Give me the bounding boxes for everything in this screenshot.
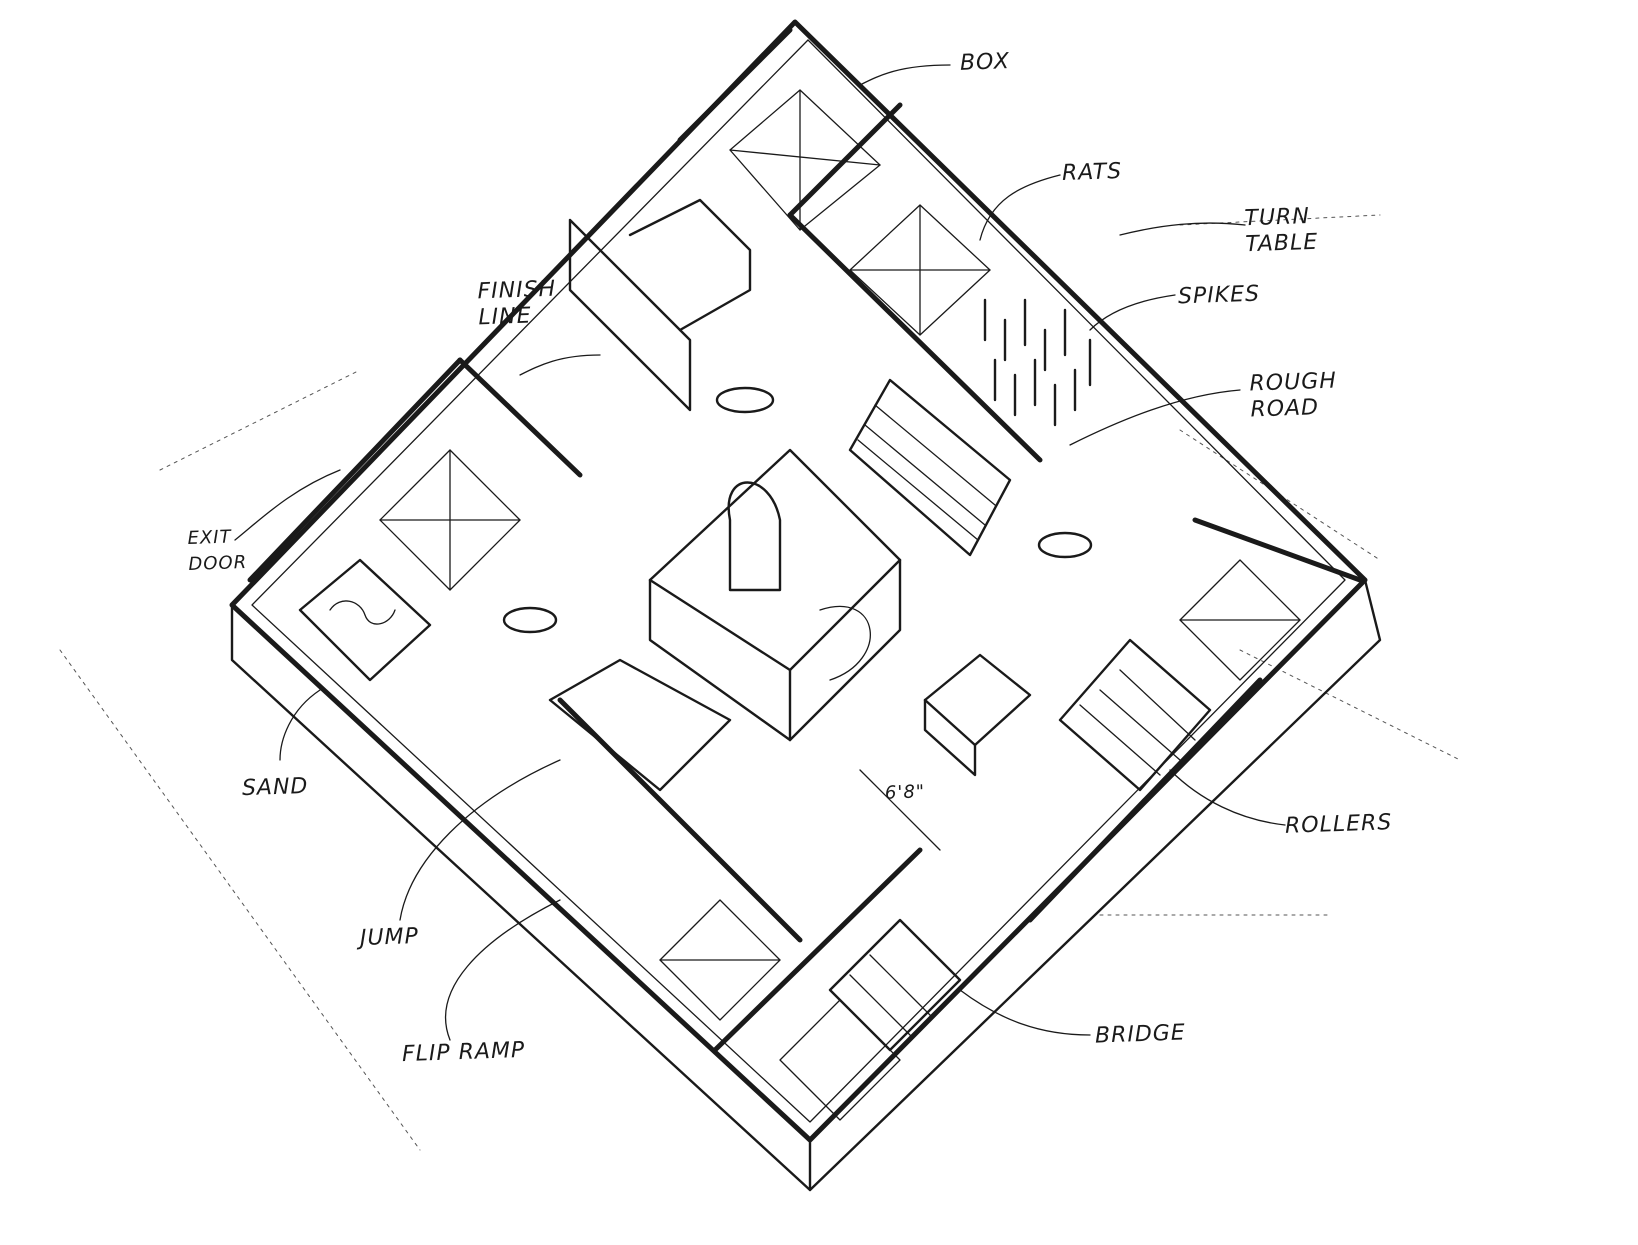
label-sand: SAND (241, 773, 309, 802)
outer-platform (229, 19, 1382, 1192)
label-spikes: SPIKES (1177, 281, 1261, 310)
turntable (923, 653, 1032, 777)
leader-lines (234, 64, 1286, 1041)
label-finish-line: FINISH LINE (477, 276, 557, 331)
center-island (648, 448, 902, 742)
cross-braces (379, 89, 1301, 1121)
label-exit-door: EXIT DOOR (187, 526, 248, 576)
label-jump: JUMP (359, 923, 420, 952)
label-flip-ramp: FLIP RAMP (401, 1037, 526, 1068)
inner-walls (247, 27, 1363, 1053)
construction-lines (59, 214, 1461, 1151)
label-rollers: ROLLERS (1284, 810, 1393, 839)
sand-pit (298, 558, 432, 682)
spikes-field (983, 298, 1092, 427)
label-box: BOX (959, 49, 1011, 76)
rats (502, 386, 1093, 634)
label-turn-table: TURN TABLE (1244, 204, 1319, 258)
label-bridge: BRIDGE (1094, 1020, 1187, 1049)
label-dimension: 6'8" (884, 781, 926, 804)
label-rats: RATS (1061, 158, 1123, 187)
ramps (548, 378, 1212, 1052)
label-rough-road: ROUGH ROAD (1249, 368, 1338, 423)
